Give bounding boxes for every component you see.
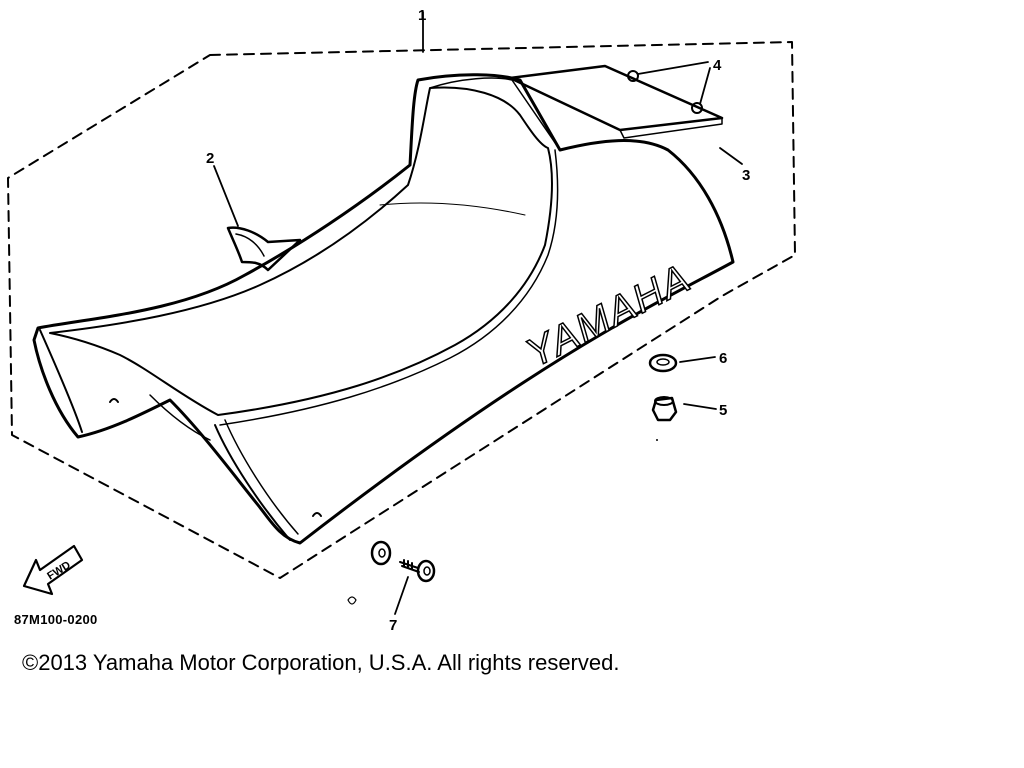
- tail-plate-hole: [627, 70, 639, 82]
- callout-2: 2: [206, 150, 214, 167]
- diagram-part-number: 87M100-0200: [14, 612, 98, 627]
- bolt-part: [399, 559, 436, 583]
- callout-1: 1: [418, 7, 426, 24]
- forward-arrow-icon: FWD: [22, 544, 84, 596]
- callout-7: 7: [389, 617, 397, 634]
- seat-top-rim: [49, 86, 553, 416]
- callout-leaders: [213, 11, 743, 615]
- callout-3: 3: [742, 167, 750, 184]
- seat-outline: [32, 73, 735, 545]
- callout-4: 4: [713, 57, 722, 74]
- grommet-part: [648, 353, 678, 373]
- tail-plate-hole: [691, 102, 703, 114]
- seat-strap: [226, 226, 302, 272]
- callout-6: 6: [719, 350, 727, 367]
- assembly-boundary: [7, 41, 796, 579]
- washer-part: [347, 540, 392, 605]
- seat-body: YAMAHA: [32, 64, 735, 545]
- callout-5: 5: [719, 402, 727, 419]
- copyright-notice: ©2013 Yamaha Motor Corporation, U.S.A. A…: [22, 650, 620, 675]
- bushing-part: [651, 396, 678, 441]
